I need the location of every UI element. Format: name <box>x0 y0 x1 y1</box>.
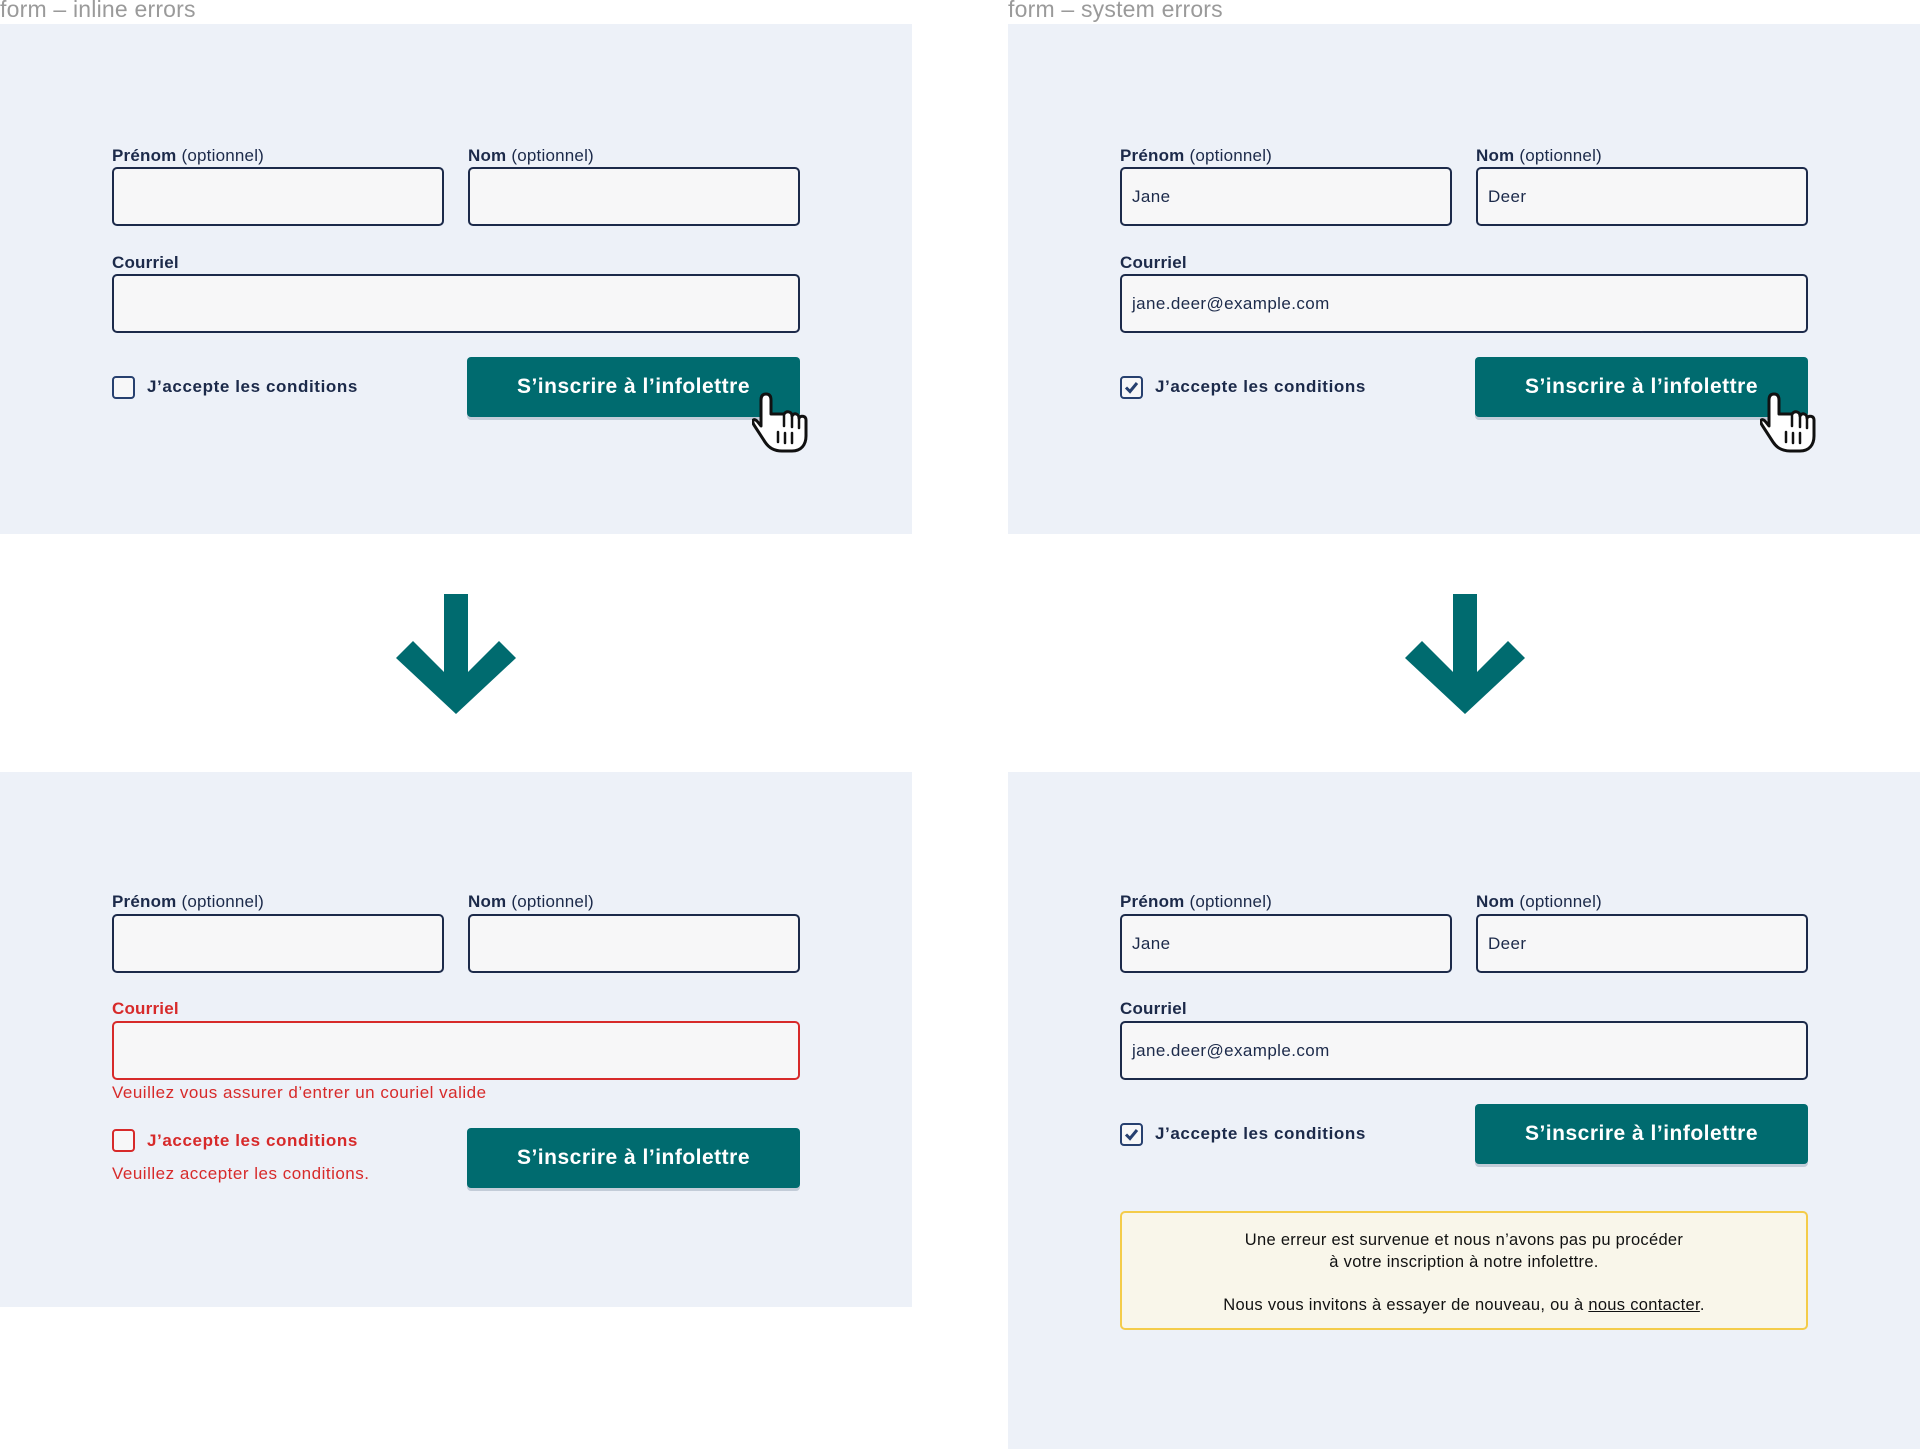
form-panel-system-after: Prénom(optionnel) Nom(optionnel) Jane De… <box>1008 772 1920 1449</box>
email-label: Courriel <box>1120 253 1187 272</box>
last-name-label: Nom(optionnel) <box>1476 892 1602 911</box>
terms-error-message: Veuillez accepter les conditions. <box>112 1164 370 1183</box>
subscribe-button[interactable]: S’inscrire à l’infolettre <box>467 1128 800 1188</box>
hand-pointer-icon <box>1760 392 1816 453</box>
terms-checkbox[interactable] <box>1120 376 1143 399</box>
last-name-label: Nom(optionnel) <box>468 892 594 911</box>
last-name-input[interactable]: Deer <box>1476 167 1808 226</box>
first-name-input[interactable] <box>112 914 444 973</box>
form-panel-inline-after: Prénom(optionnel) Nom(optionnel) Courrie… <box>0 772 912 1307</box>
form-panel-system-before: Prénom(optionnel) Nom(optionnel) Jane De… <box>1008 24 1920 534</box>
last-name-label: Nom(optionnel) <box>468 146 594 165</box>
system-error-line: Une erreur est survenue et nous n’avons … <box>1244 1231 1684 1249</box>
last-name-input[interactable] <box>468 914 800 973</box>
terms-checkbox[interactable] <box>1120 1123 1143 1146</box>
contact-link[interactable]: nous contacter <box>1588 1296 1700 1314</box>
system-error-line: à votre inscription à notre infolettre. <box>1329 1253 1599 1271</box>
check-icon <box>1124 1129 1139 1141</box>
terms-label: J’accepte les conditions <box>1155 377 1366 396</box>
email-input[interactable]: jane.deer@example.com <box>1120 274 1808 333</box>
terms-checkbox[interactable] <box>112 1129 135 1152</box>
first-name-label: Prénom(optionnel) <box>112 146 265 165</box>
first-name-input[interactable] <box>112 167 444 226</box>
last-name-input[interactable] <box>468 167 800 226</box>
first-name-label: Prénom(optionnel) <box>1120 146 1273 165</box>
arrow-down-icon <box>396 594 516 714</box>
check-icon <box>1124 382 1139 394</box>
subscribe-button[interactable]: S’inscrire à l’infolettre <box>1475 1104 1808 1164</box>
system-error-alert: Une erreur est survenue et nous n’avons … <box>1120 1211 1808 1330</box>
terms-checkbox[interactable] <box>112 376 135 399</box>
email-input[interactable]: jane.deer@example.com <box>1120 1021 1808 1080</box>
terms-label: J’accepte les conditions <box>1155 1124 1366 1143</box>
first-name-label: Prénom(optionnel) <box>112 892 265 911</box>
form-panel-inline-before: Prénom(optionnel) Nom(optionnel) Courrie… <box>0 24 912 534</box>
last-name-input[interactable]: Deer <box>1476 914 1808 973</box>
email-error-message: Veuillez vous assurer d’entrer un courie… <box>112 1083 487 1102</box>
terms-label: J’accepte les conditions <box>147 1131 358 1150</box>
frame-label-inline-errors: form – inline errors <box>0 0 196 22</box>
system-error-line: Nous vous invitons à essayer de nouveau,… <box>1223 1296 1705 1314</box>
frame-label-system-errors: form – system errors <box>1008 0 1223 22</box>
first-name-label: Prénom(optionnel) <box>1120 892 1273 911</box>
arrow-down-icon <box>1405 594 1525 714</box>
subscribe-button[interactable]: S’inscrire à l’infolettre <box>467 357 800 417</box>
first-name-input[interactable]: Jane <box>1120 167 1452 226</box>
email-label: Courriel <box>112 999 179 1018</box>
subscribe-button[interactable]: S’inscrire à l’infolettre <box>1475 357 1808 417</box>
terms-label: J’accepte les conditions <box>147 377 358 396</box>
email-input[interactable] <box>112 274 800 333</box>
first-name-input[interactable]: Jane <box>1120 914 1452 973</box>
last-name-label: Nom(optionnel) <box>1476 146 1602 165</box>
email-label: Courriel <box>1120 999 1187 1018</box>
hand-pointer-icon <box>752 392 808 453</box>
email-input[interactable] <box>112 1021 800 1080</box>
email-label: Courriel <box>112 253 179 272</box>
